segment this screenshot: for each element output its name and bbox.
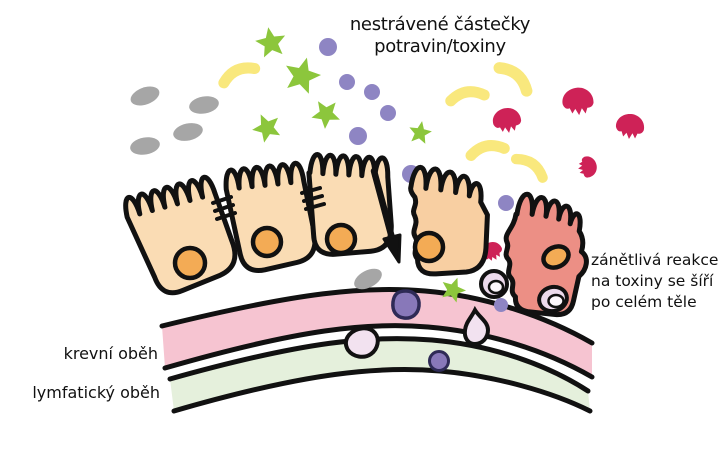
food-particle-squiggle	[465, 140, 510, 161]
food-particle-gray-oval	[354, 268, 382, 290]
cell-nucleus-5	[541, 244, 571, 270]
toxin-microbe-particle	[562, 87, 594, 116]
bubble-inner	[547, 293, 565, 309]
cell-nucleus-2	[250, 225, 284, 259]
toxin-dot-particle	[349, 127, 367, 145]
secretion-bubble-1	[479, 269, 509, 299]
toxin-dot-particle	[498, 195, 514, 211]
arrow-head	[382, 233, 402, 264]
toxin-circle-in-lymph	[428, 350, 450, 372]
toxin-star-particle	[286, 57, 322, 94]
toxin-microbe-particle	[492, 107, 522, 133]
toxin-blob-in-blood	[391, 289, 421, 320]
arrow-shaft	[370, 167, 396, 242]
toxin-dot-particle	[364, 84, 380, 100]
toxin-star-particle	[311, 101, 340, 129]
vessel-particles-layer	[343, 289, 491, 372]
toxin-dot-particle	[494, 298, 508, 312]
label-blood-circulation: krevní oběh	[63, 344, 158, 363]
label-inflammatory-line2: na toxiny se šíří	[591, 272, 714, 290]
label-undigested-line1: nestrávené částečky	[349, 14, 531, 35]
lymph-band	[170, 338, 590, 411]
leaked-particle-drop	[462, 305, 491, 347]
leaked-particle-blob	[343, 326, 380, 359]
label-undigested-line2: potravin/toxiny	[374, 36, 506, 57]
toxin-star-particle	[252, 114, 281, 143]
leak-arrow	[370, 167, 402, 264]
food-particle-squiggle	[218, 62, 261, 89]
toxin-dot-particle	[339, 74, 355, 90]
blood-band-top-edge	[159, 286, 595, 346]
food-particle-gray-oval	[189, 96, 219, 114]
cell-body	[223, 160, 318, 273]
tight-junction-marks-2	[300, 186, 326, 211]
toxin-microbe-particle	[578, 156, 597, 178]
food-particle-gray-oval	[173, 123, 203, 141]
secretion-bubble-2	[537, 284, 569, 314]
label-inflammatory-reaction: zánětlivá reakce na toxiny se šíří po ce…	[591, 250, 720, 313]
label-undigested-particles: nestrávené částečky potravin/toxiny	[330, 14, 550, 58]
cell-nucleus-4	[412, 230, 446, 264]
label-lymphatic-circulation: lymfatický oběh	[32, 383, 160, 402]
food-particle-squiggle	[510, 153, 548, 183]
food-particle-squiggle	[493, 62, 533, 97]
toxin-dot-particle	[380, 105, 396, 121]
blood-band-bottom-edge	[162, 323, 595, 380]
lymph-band-top-edge	[167, 335, 591, 394]
epithelial-cell-2	[223, 160, 318, 273]
toxin-star-particle	[409, 121, 432, 144]
tight-junction-marks-1	[211, 195, 237, 221]
cell-body	[123, 174, 238, 296]
epithelial-cell-1	[123, 174, 238, 296]
epithelial-cell-4	[408, 165, 490, 277]
toxin-star-particle	[442, 277, 467, 303]
toxin-star-particle	[255, 27, 286, 58]
particles-layer	[130, 27, 645, 312]
lymph-band-bottom-edge	[171, 367, 593, 414]
toxin-dot-particle	[319, 38, 337, 56]
bubble-inner	[487, 279, 505, 295]
food-particle-gray-oval	[130, 137, 160, 155]
label-inflammatory-line1: zánětlivá reakce	[591, 251, 719, 269]
food-particle-squiggle	[445, 86, 490, 107]
label-inflammatory-line3: po celém těle	[591, 293, 697, 311]
cell-body	[408, 165, 490, 277]
blood-band	[162, 289, 592, 377]
cell-nucleus-1	[172, 245, 208, 281]
food-particle-gray-oval	[130, 86, 160, 106]
cell-nucleus-3	[324, 222, 358, 256]
toxin-microbe-particle	[615, 114, 645, 139]
